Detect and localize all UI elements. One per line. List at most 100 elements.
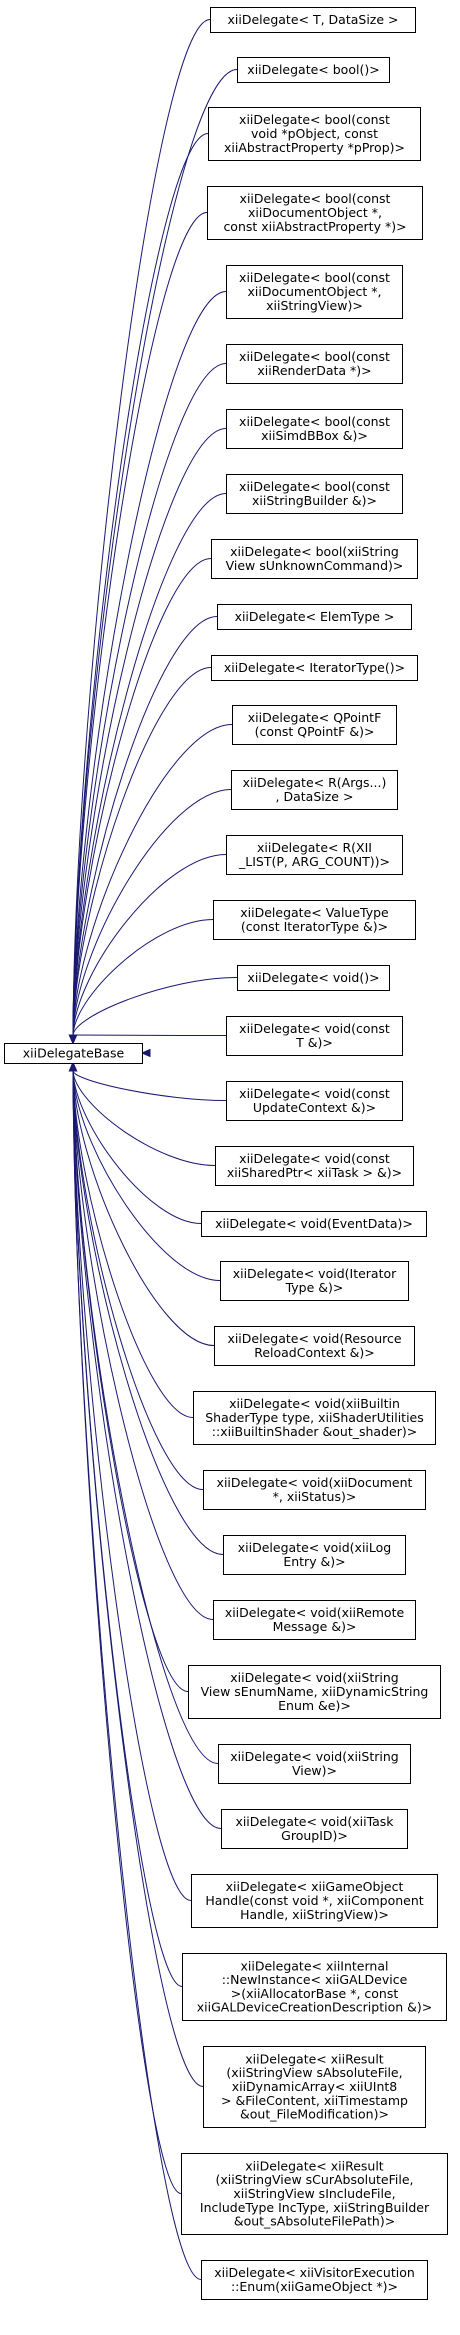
derived-class-node[interactable]: xiiDelegate< bool(constxiiStringBuilder … (226, 474, 403, 514)
derived-class-node[interactable]: xiiDelegate< xiiResult(xiiStringView sCu… (181, 2153, 448, 2235)
inheritance-edge (72, 1034, 227, 1036)
derived-class-node-label-line: xiiDelegate< void(xiiDocument (217, 1475, 413, 1490)
inheritance-edge (72, 363, 227, 1036)
derived-class-node-label-line: xiiDelegate< void(xiiString (230, 1670, 398, 1685)
inheritance-edge (72, 1070, 192, 1901)
derived-class-node-label-line: xiiDelegate< void(EventData)> (215, 1216, 413, 1231)
derived-class-node[interactable]: xiiDelegate< void(xiiStringView sEnumNam… (188, 1665, 441, 1719)
derived-class-node[interactable]: xiiDelegate< R(Args...), DataSize > (231, 770, 398, 810)
derived-class-node-label-line: xiiDelegate< xiiGameObject (226, 1879, 404, 1894)
derived-class-node-box (201, 1211, 427, 1237)
derived-class-node-label-line: ReloadContext &)> (254, 1345, 375, 1360)
derived-class-node[interactable]: xiiDelegate< bool(constxiiDocumentObject… (207, 186, 423, 240)
derived-class-node-label-line: xiiStringView sIncludeFile, (233, 2186, 395, 2201)
derived-class-node-label-line: T &)> (295, 1035, 333, 1050)
inheritance-edge (72, 1070, 194, 1418)
inheritance-edge (72, 854, 227, 1036)
derived-class-node-label-line: xiiStringBuilder &)> (252, 493, 377, 508)
base-class-node[interactable]: xiiDelegateBase (4, 1043, 143, 1064)
derived-class-node-label-line: xiiDelegate< bool(const (239, 414, 390, 429)
inheritance-edge (72, 724, 233, 1036)
derived-class-node[interactable]: xiiDelegate< void(ResourceReloadContext … (214, 1326, 415, 1366)
derived-class-node-box (207, 186, 423, 240)
derived-class-node[interactable]: xiiDelegate< void(EventData)> (201, 1211, 427, 1237)
derived-class-node[interactable]: xiiDelegate< IteratorType()> (211, 655, 418, 681)
derived-class-node-label-line: ::NewInstance< xiiGALDevice (222, 1972, 408, 1987)
derived-class-node[interactable]: xiiDelegate< ValueType(const IteratorTyp… (213, 900, 416, 940)
derived-class-node[interactable]: xiiDelegate< xiiInternal::NewInstance< x… (182, 1953, 447, 2021)
derived-class-node-label-line: xiiDynamicArray< xiiUInt8 (232, 2079, 398, 2094)
derived-class-node-label-line: >(xiiAllocatorBase *, const (231, 1986, 399, 2001)
derived-class-node[interactable]: xiiDelegate< void(xiiDocument*, xiiStatu… (203, 1470, 426, 1510)
derived-class-node-label-line: xiiDelegate< xiiVisitorExecution (214, 2265, 415, 2280)
derived-class-node-box (203, 2046, 426, 2128)
inheritance-edge (72, 212, 208, 1036)
inheritance-edge (72, 977, 238, 1036)
base-class-node-label-line: xiiDelegateBase (23, 1046, 125, 1061)
inheritance-edge (72, 1070, 183, 1987)
inheritance-edge (72, 1070, 222, 1829)
inheritance-edge (72, 667, 212, 1036)
inheritance-edge (72, 1070, 202, 1224)
derived-class-node-label-line: xiiDelegate< ValueType (240, 905, 389, 920)
derived-class-node-label-line: UpdateContext &)> (253, 1100, 376, 1115)
derived-class-node-box (191, 1874, 438, 1928)
inheritance-edge (72, 1070, 204, 2087)
derived-class-node[interactable]: xiiDelegate< bool(constxiiDocumentObject… (226, 265, 403, 319)
derived-class-node[interactable]: xiiDelegate< void(xiiStringView)> (218, 1744, 411, 1784)
derived-class-node[interactable]: xiiDelegate< void()> (237, 965, 390, 991)
derived-class-node[interactable]: xiiDelegate< bool()> (237, 57, 390, 83)
derived-class-node-box (237, 57, 390, 83)
derived-class-node-box (221, 1809, 408, 1849)
derived-class-node-label-line: ShaderType type, xiiShaderUtilities (205, 1410, 424, 1425)
derived-class-node-box (213, 1600, 416, 1640)
derived-class-node-box (203, 1470, 426, 1510)
inheritance-edge (72, 428, 227, 1036)
inheritance-edge (72, 133, 209, 1036)
derived-class-node-box (231, 770, 398, 810)
derived-class-node[interactable]: xiiDelegate< T, DataSize > (210, 7, 416, 33)
derived-class-node-label-line: &out_FileModification)> (240, 2107, 389, 2122)
derived-class-node[interactable]: xiiDelegate< bool(xiiStringView sUnknown… (211, 539, 418, 579)
derived-class-node-box (226, 1016, 403, 1056)
inheritance-edge (72, 1070, 221, 1281)
derived-class-node-label-line: xiiDocumentObject *, (247, 284, 381, 299)
derived-class-node-box (210, 7, 416, 33)
derived-class-node-box (223, 1535, 406, 1575)
derived-class-node-label-line: IncludeType IncType, xiiStringBuilder (200, 2200, 430, 2215)
derived-class-node-label-line: _LIST(P, ARG_COUNT))> (238, 854, 390, 869)
derived-class-node[interactable]: xiiDelegate< void(IteratorType &)> (220, 1261, 409, 1301)
derived-class-node-box (214, 1326, 415, 1366)
derived-class-node-label-line: xiiDelegate< xiiResult (245, 2158, 384, 2173)
inheritance-edge (72, 919, 214, 1036)
derived-class-node-box (218, 1744, 411, 1784)
derived-class-node-label-line: xiiDelegate< bool(const (239, 270, 390, 285)
derived-class-node-label-line: xiiDelegate< void(xiiBuiltin (229, 1396, 400, 1411)
derived-class-node[interactable]: xiiDelegate< ElemType > (217, 604, 412, 630)
derived-class-node[interactable]: xiiDelegate< xiiResult(xiiStringView sAb… (203, 2046, 426, 2128)
derived-class-node[interactable]: xiiDelegate< R(XII_LIST(P, ARG_COUNT))> (226, 835, 403, 875)
class-nodes: xiiDelegateBase xiiDelegate< T, DataSize … (4, 7, 448, 2300)
derived-class-node[interactable]: xiiDelegate< QPointF(const QPointF &)> (232, 705, 397, 745)
derived-class-node[interactable]: xiiDelegate< xiiVisitorExecution::Enum(x… (201, 2260, 428, 2300)
arrowhead (140, 1048, 151, 1058)
derived-class-node-box (226, 344, 403, 384)
derived-class-node-label-line: xiiDelegate< xiiResult (245, 2051, 384, 2066)
derived-class-node-label-line: xiiDelegate< bool(xiiString (230, 544, 399, 559)
derived-class-node-box (220, 1261, 409, 1301)
derived-class-node-label-line: xiiSimdBBox &)> (261, 428, 368, 443)
inheritance-edge (72, 1070, 216, 1166)
derived-class-node-label-line: const xiiAbstractProperty *)> (223, 219, 406, 234)
